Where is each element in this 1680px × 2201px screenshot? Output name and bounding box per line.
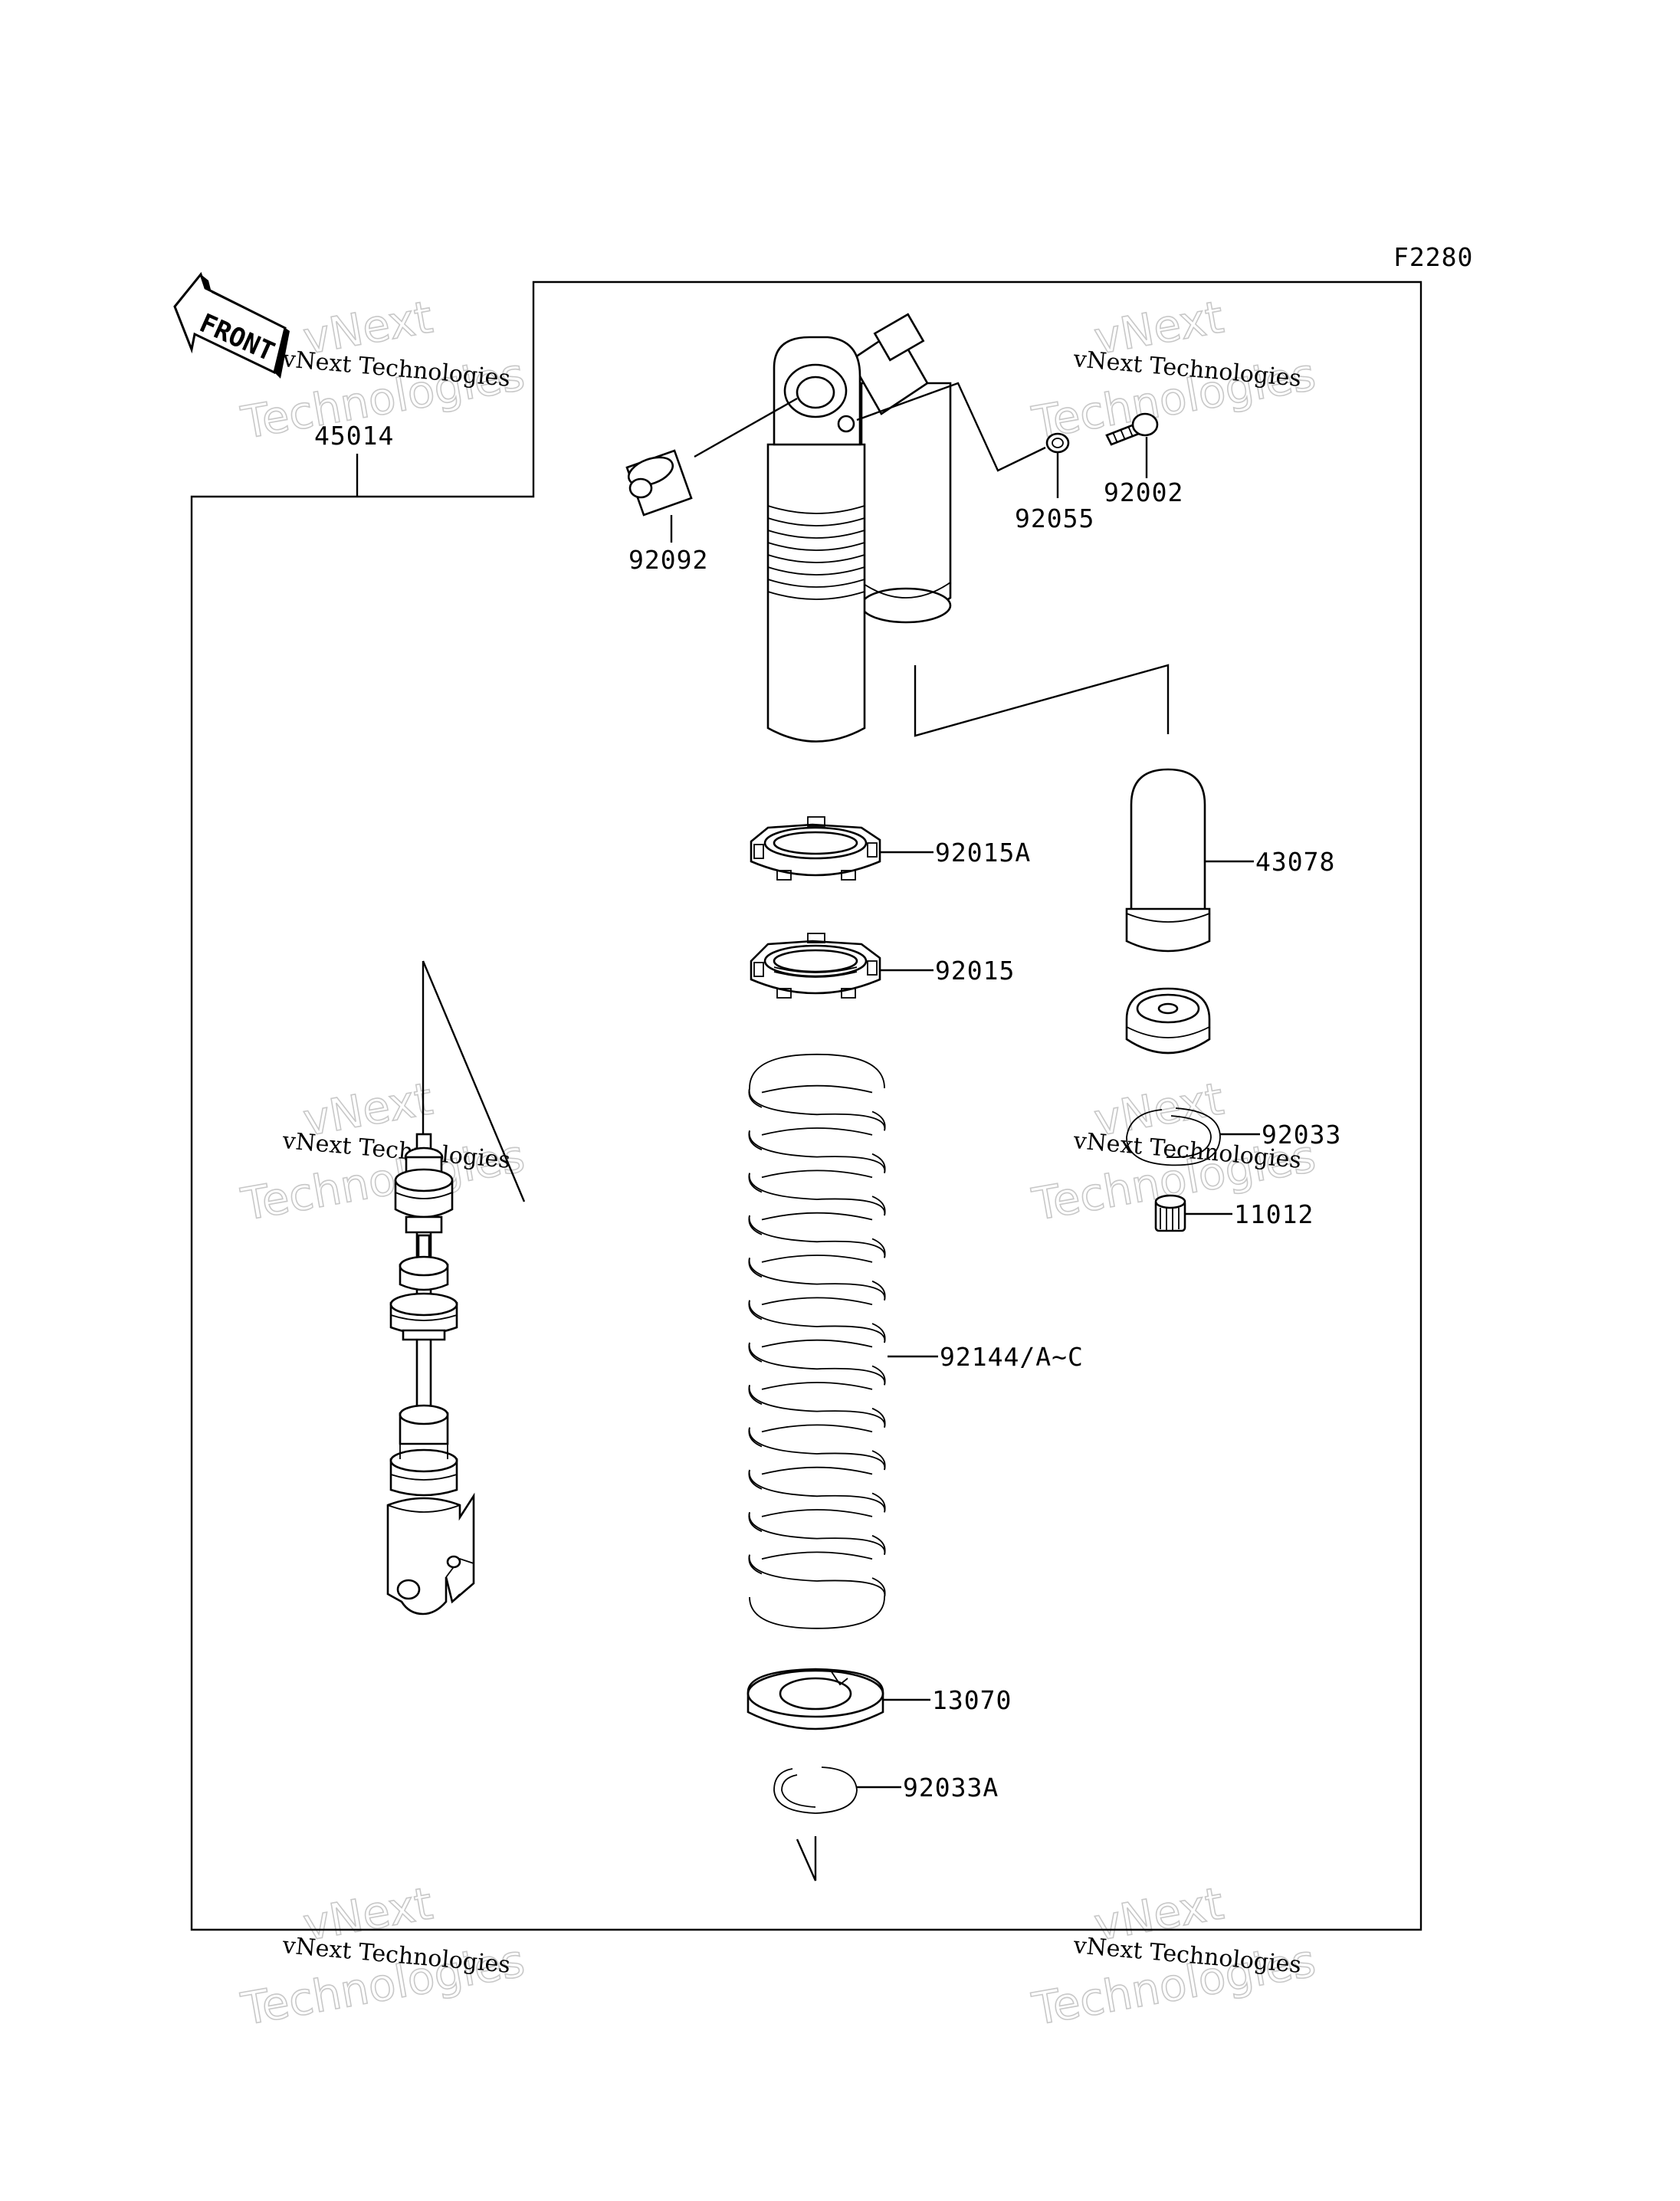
label-92055: 92055 bbox=[1015, 504, 1094, 533]
spring-coil-front bbox=[748, 1130, 886, 1173]
spring-coil-edge bbox=[748, 1300, 886, 1343]
explode-line-bottom bbox=[796, 1836, 817, 1881]
spring-coil-front bbox=[748, 1427, 886, 1471]
spring-coil-back bbox=[761, 1466, 873, 1475]
spring-coil-back bbox=[761, 1169, 873, 1179]
label-13070: 13070 bbox=[932, 1685, 1012, 1715]
explode-line-reservoir bbox=[914, 664, 1170, 737]
spring-coil-edge bbox=[748, 1385, 886, 1428]
part-92015A-locknut bbox=[750, 816, 881, 881]
label-43078: 43078 bbox=[1255, 847, 1335, 877]
watermark-bottom-left: vNext Technologies vNext Technologies bbox=[237, 1877, 529, 2036]
spring-coil-back bbox=[761, 1382, 873, 1390]
label-92033A: 92033A bbox=[903, 1773, 999, 1802]
spring-coil-front bbox=[748, 1554, 886, 1598]
label-92002: 92002 bbox=[1104, 477, 1183, 507]
spring-coil-edge bbox=[748, 1130, 886, 1173]
part-43078-bladder bbox=[1125, 768, 1211, 953]
spring-coil-front bbox=[748, 1173, 886, 1216]
label-92015A: 92015A bbox=[935, 838, 1031, 868]
spring-coil-edge bbox=[748, 1427, 886, 1471]
part-reservoir-cap bbox=[1125, 987, 1211, 1055]
spring-coil-front bbox=[748, 1342, 886, 1386]
watermark-top-left: vNext Technologies vNext Technologies bbox=[237, 290, 529, 450]
spring-coil-front bbox=[748, 1385, 886, 1428]
leader-92055-chain bbox=[856, 382, 1046, 472]
assembly-frame bbox=[190, 280, 1422, 1931]
watermark-bottom-right: vNext Technologies vNext Technologies bbox=[1028, 1877, 1320, 2036]
leader-92092-top bbox=[694, 397, 798, 458]
part-92002-bolt bbox=[1105, 412, 1159, 446]
spring-coil-back bbox=[761, 1297, 873, 1306]
part-92144-spring bbox=[748, 1053, 886, 1629]
watermark-middle-left: vNext Technologies vNext Technologies bbox=[237, 1072, 529, 1232]
watermark-top-right: vNext Technologies vNext Technologies bbox=[1028, 290, 1320, 450]
spring-coil-front bbox=[748, 1469, 886, 1513]
spring-bottom-end bbox=[749, 1596, 885, 1629]
spring-coil-edge bbox=[748, 1554, 886, 1598]
part-92033A-circlip bbox=[773, 1766, 858, 1814]
spring-coil-edge bbox=[748, 1173, 886, 1216]
label-92092: 92092 bbox=[628, 545, 708, 575]
spring-coil-edge bbox=[748, 1215, 886, 1258]
spring-coil-front bbox=[748, 1512, 886, 1555]
part-92015-nut bbox=[750, 933, 881, 999]
spring-coil-back bbox=[761, 1255, 873, 1263]
spring-coil-front bbox=[748, 1258, 886, 1301]
spring-coil-front bbox=[748, 1215, 886, 1258]
spring-coil-edge bbox=[748, 1342, 886, 1386]
spring-coil-back bbox=[761, 1509, 873, 1517]
spring-coil-edge bbox=[748, 1087, 886, 1131]
spring-coil-back bbox=[761, 1339, 873, 1348]
spring-top-end bbox=[749, 1053, 885, 1089]
spring-coil-front bbox=[748, 1300, 886, 1343]
figure-code: F2280 bbox=[1393, 242, 1473, 272]
label-11012: 11012 bbox=[1234, 1199, 1314, 1229]
part-92055-oring bbox=[1045, 432, 1070, 454]
label-92033: 92033 bbox=[1262, 1120, 1341, 1150]
part-11012-bearing bbox=[1154, 1194, 1186, 1232]
spring-coil-edge bbox=[748, 1512, 886, 1555]
spring-coil-back bbox=[761, 1212, 873, 1221]
spring-coil-edge bbox=[748, 1469, 886, 1513]
spring-coil-back bbox=[761, 1127, 873, 1136]
front-arrow-icon: FRONT bbox=[173, 271, 290, 379]
label-92015: 92015 bbox=[935, 956, 1015, 986]
spring-coil-front bbox=[748, 1087, 886, 1131]
label-92144: 92144/A~C bbox=[940, 1342, 1084, 1372]
part-piston-rod-assembly bbox=[386, 1133, 475, 1615]
spring-coil-back bbox=[761, 1551, 873, 1560]
shock-body bbox=[766, 313, 952, 743]
part-92033-circlip bbox=[1126, 1107, 1221, 1166]
spring-coil-back bbox=[761, 1084, 873, 1094]
part-92092-bushing bbox=[625, 449, 693, 517]
spring-coil-back bbox=[761, 1424, 873, 1433]
label-45014: 45014 bbox=[314, 421, 394, 451]
part-13070-spring-guide bbox=[746, 1668, 884, 1730]
spring-coil-edge bbox=[748, 1258, 886, 1301]
